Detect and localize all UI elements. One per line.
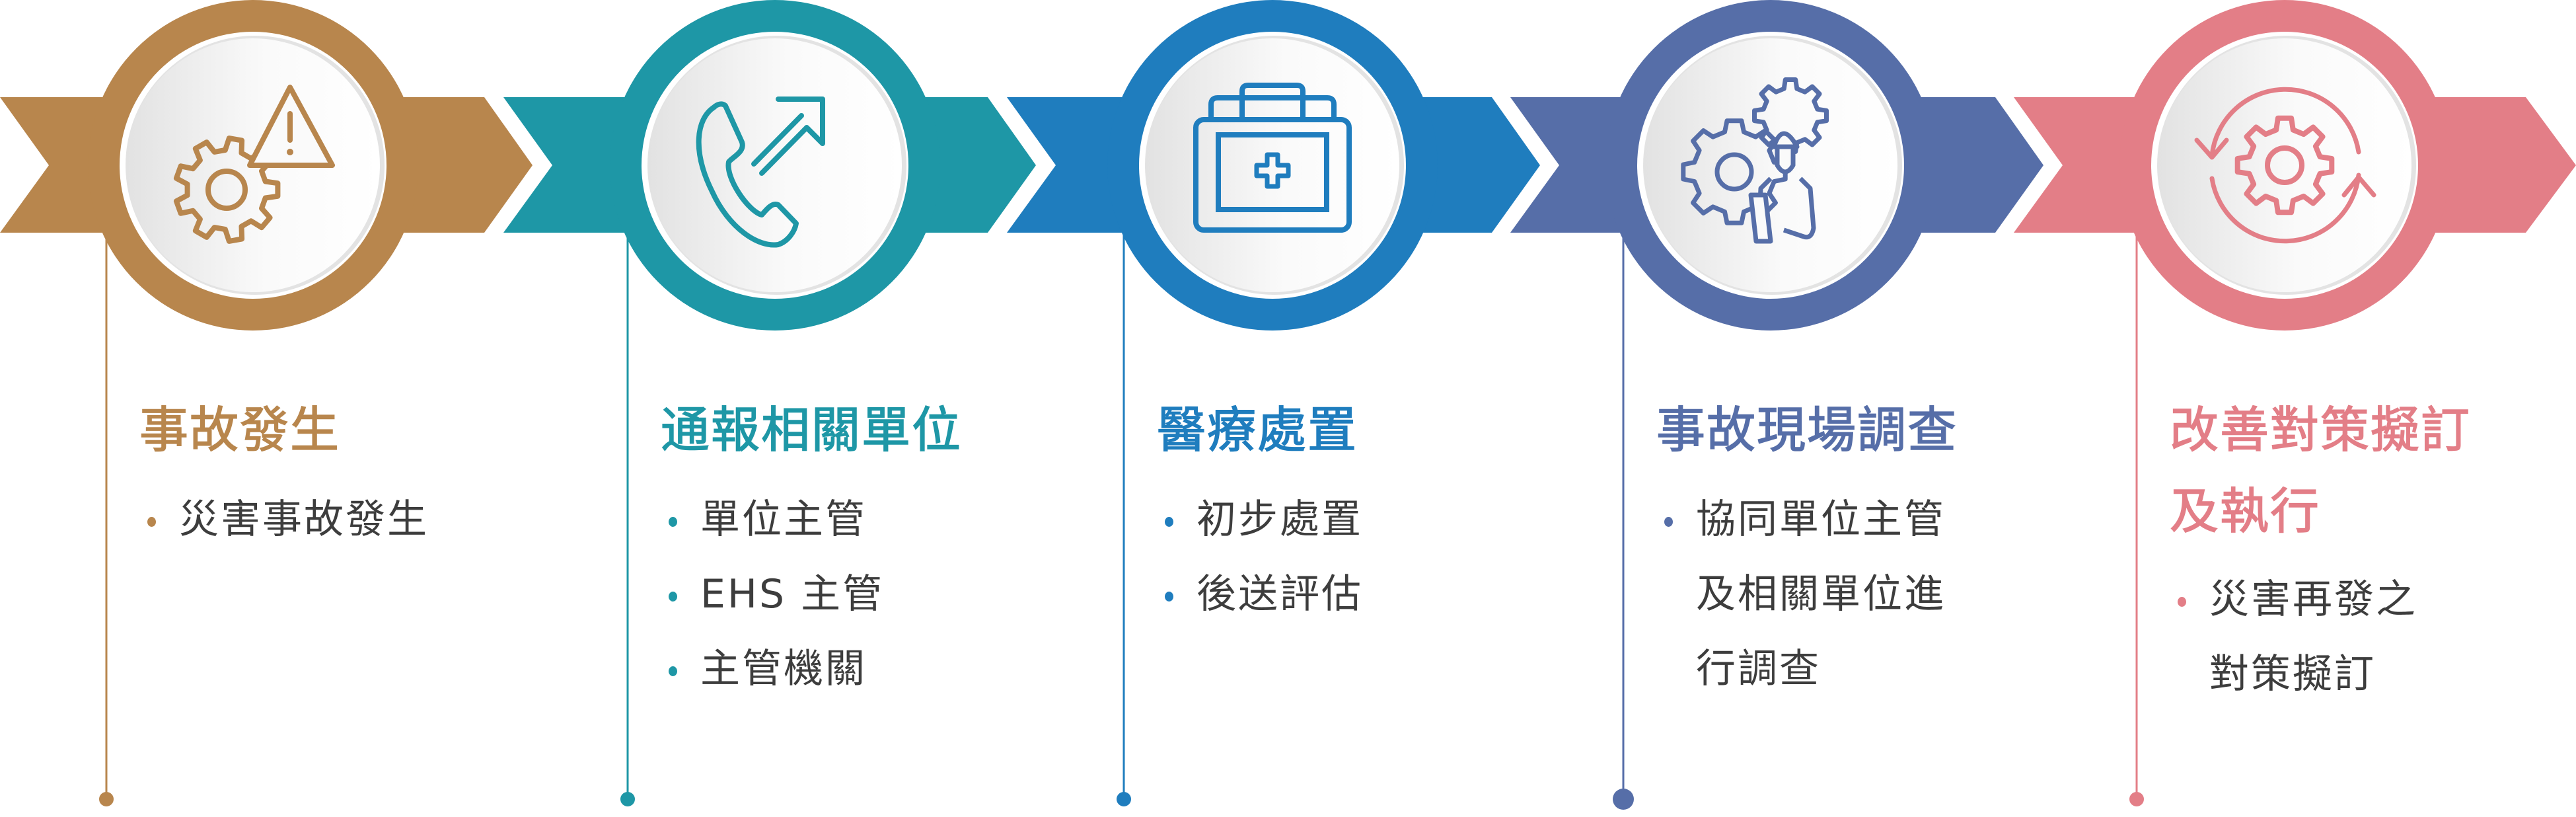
bullet-dot-icon	[1664, 517, 1673, 527]
timeline-end-dot	[1613, 789, 1634, 810]
step-title: 改善對策擬訂及執行	[2169, 390, 2471, 553]
list-item-text: 協同單位主管	[1696, 496, 1946, 543]
step-title-line: 改善對策擬訂	[2169, 401, 2471, 459]
list-item-text: 主管機關	[700, 646, 867, 692]
list-item: 主管機關	[667, 632, 884, 707]
step-title-line: 通報相關單位	[660, 401, 962, 459]
step-badge	[1605, 0, 1936, 331]
bullet-dot-icon	[669, 517, 677, 527]
list-item-text: 單位主管	[700, 496, 867, 543]
gears-engineer-icon	[1681, 77, 1829, 244]
timeline-end-dot	[620, 792, 635, 806]
list-item-text: 災害事故發生	[179, 496, 429, 543]
list-item-text: 行調查	[1696, 646, 1821, 692]
step-title-line: 事故現場調查	[1656, 401, 1958, 459]
step-badge	[1107, 0, 1438, 331]
list-item-text: EHS 主管	[700, 571, 885, 617]
list-item-text: 災害再發之	[2209, 576, 2417, 623]
step-bullet-list: 災害事故發生	[146, 483, 429, 557]
step-bullet-list: 初步處置後送評估	[1163, 483, 1363, 632]
step-bullet-list: 災害再發之對策擬訂	[2176, 563, 2417, 712]
list-item: 災害事故發生	[146, 483, 429, 557]
step-title: 醫療處置	[1156, 390, 1358, 471]
list-item: 初步處置	[1163, 483, 1363, 557]
phone-outgoing-icon	[696, 97, 825, 248]
step-title: 事故發生	[139, 390, 340, 471]
timeline-end-dot	[1117, 792, 1131, 806]
list-item: EHS 主管	[667, 557, 884, 632]
step-title-line: 及執行	[2169, 483, 2320, 541]
list-item: 協同單位主管及相關單位進行調查	[1663, 483, 1946, 707]
list-item-text: 及相關單位進	[1696, 571, 1946, 617]
bullet-dot-icon	[669, 592, 677, 602]
bullet-dot-icon	[2178, 597, 2186, 607]
step-bullet-list: 單位主管 EHS 主管主管機關	[667, 483, 884, 707]
timeline-end-dot	[2129, 792, 2144, 806]
step-badge	[610, 0, 940, 331]
gear-warning-icon	[173, 85, 335, 244]
bullet-dot-icon	[147, 517, 156, 527]
list-item-text: 初步處置	[1196, 496, 1363, 543]
gear-cycle-icon	[2194, 87, 2376, 244]
list-item-text: 對策擬訂	[2209, 651, 2376, 697]
step-badge	[2119, 0, 2450, 331]
step-title: 通報相關單位	[660, 390, 962, 471]
first-aid-kit-icon	[1193, 83, 1352, 233]
step-badge	[88, 0, 418, 331]
step-title: 事故現場調查	[1656, 390, 1958, 471]
timeline-end-dot	[99, 792, 114, 806]
list-item: 單位主管	[667, 483, 884, 557]
step-title-line: 事故發生	[139, 401, 340, 459]
list-item-text: 後送評估	[1196, 571, 1363, 617]
bullet-dot-icon	[1165, 592, 1173, 602]
step-title-line: 醫療處置	[1156, 401, 1358, 459]
list-item: 災害再發之對策擬訂	[2176, 563, 2417, 712]
bullet-dot-icon	[669, 666, 677, 676]
bullet-dot-icon	[1165, 517, 1173, 527]
step-bullet-list: 協同單位主管及相關單位進行調查	[1663, 483, 1946, 707]
list-item: 後送評估	[1163, 557, 1363, 632]
